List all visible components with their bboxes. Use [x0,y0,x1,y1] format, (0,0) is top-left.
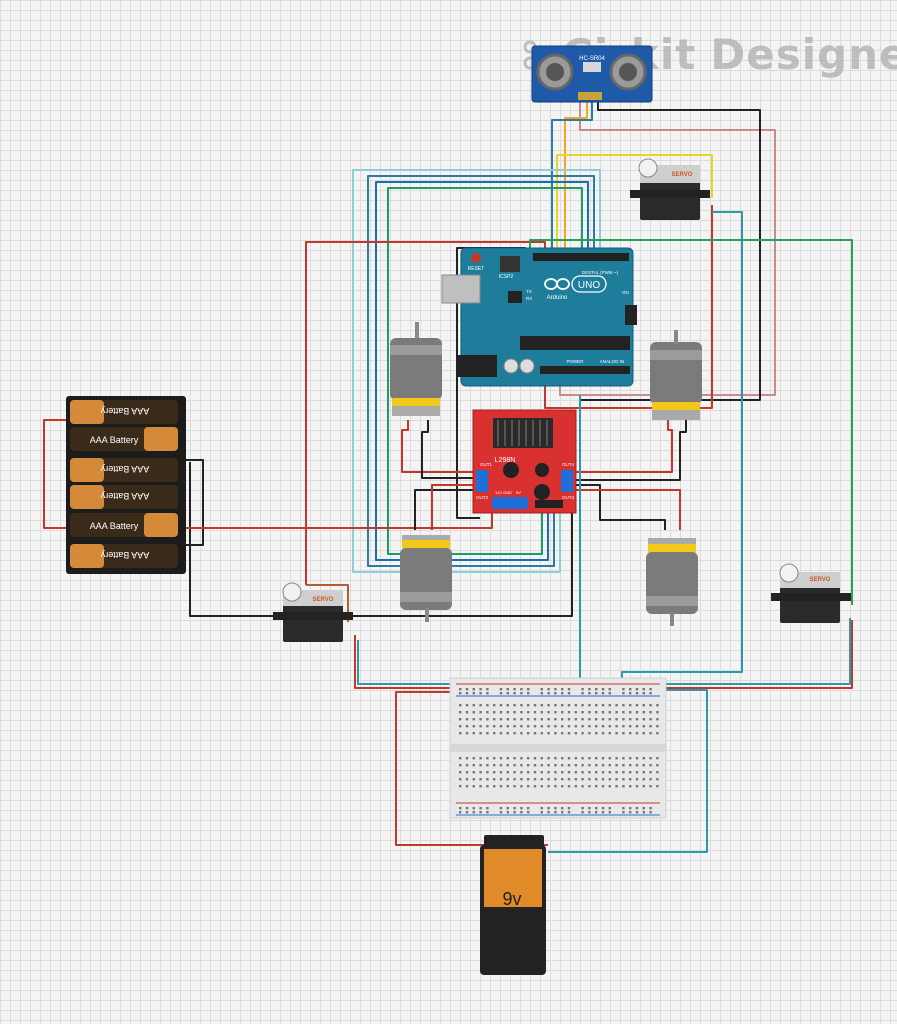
driver-out2-label: OUT2 [476,495,488,500]
battery-cell-5: AAA Battery [70,513,178,537]
arduino-model-label: UNO [578,280,600,291]
servo-right-label: SERVO [810,577,831,583]
arduino-tx-label: TX [526,289,532,294]
wire-rail-left [395,691,548,846]
breadboard-hole-grid [459,688,659,814]
wire-motor3-a [414,489,480,530]
hc-sr04-sensor[interactable]: HC-SR04 [531,45,653,103]
motor-top-right[interactable] [650,330,702,420]
nine-volt-label: 9v [502,889,521,909]
wire-motor2-b [575,420,687,481]
wire-servo1-gnd [621,211,743,690]
l298n-driver[interactable]: L298N OUT1 OUT2 OUT3 OUT4 12V GND 5V [472,409,577,514]
servo-right[interactable]: SERVO [771,563,851,623]
wire-motor1-a [401,420,480,473]
battery-cell-3-label: AAA Battery [100,464,149,474]
driver-out3-label: OUT3 [562,495,574,500]
battery-cell-6: AAA Battery [70,544,178,568]
breadboard[interactable] [449,677,667,819]
driver-out4-label: OUT4 [562,462,574,467]
servo-left-label: SERVO [313,597,334,603]
wire-servo-right-signal [529,239,853,605]
arduino-brand-label: Arduino [547,295,568,301]
wire-rail-top-2 [357,618,851,685]
battery-cell-4-label: AAA Battery [100,491,149,501]
wire-loop-3 [375,181,589,561]
arduino-icsp-label: ICSP2 [499,274,514,280]
wire-hcsr04-echo [551,100,593,253]
driver-gnd-label: GND [503,490,512,495]
arduino-analog-label: ANALOG IN [600,359,625,364]
wire-battery-gnd [180,459,204,546]
wire-battery-loop [43,419,70,529]
battery-cell-2-label: AAA Battery [90,435,139,445]
nine-volt-battery[interactable]: 9v [480,835,546,975]
servo-top-label: SERVO [672,172,693,178]
battery-cell-1: AAA Battery [70,400,178,424]
wire-motor2-a [575,420,673,473]
driver-name-label: L298N [495,457,516,464]
wire-servo1-vcc [544,205,713,409]
wire-loop-2 [367,175,595,567]
arduino-infinity-icon [544,278,570,290]
battery-cell-6-label: AAA Battery [100,550,149,560]
aaa-battery-pack[interactable]: AAA Battery AAA Battery AAA Battery AAA … [66,396,186,574]
arduino-reset-label: RESET [468,266,485,272]
wire-loop-1 [352,169,601,573]
driver-5v-label: 5V [516,490,521,495]
wire-loop-4 [387,187,583,555]
wire-servo-left-signal [306,584,349,622]
wire-motor3-b [431,484,480,530]
battery-cell-5-label: AAA Battery [90,521,139,531]
wire-servo1-signal [556,154,713,253]
driver-out1-label: OUT1 [480,462,492,467]
battery-cell-3: AAA Battery [70,458,178,482]
brand-word-2: Designer [710,30,897,79]
arduino-uno[interactable]: RESET ICSP2 DIGITAL (PWM ~) UNO Arduino … [441,247,637,387]
driver-12v-label: 12V [495,490,502,495]
arduino-power-label: POWER [566,359,584,364]
wire-battery-gnd-2 [189,462,573,617]
heatsink-fins [497,420,548,446]
motor-bottom-left[interactable] [400,535,452,622]
wire-hcsr04-trig [564,100,588,253]
wire-hcsr04-vcc [559,100,776,396]
motor-top-left[interactable] [390,322,442,416]
wire-battery-pos [180,505,493,529]
battery-cell-4: AAA Battery [70,485,178,509]
wire-motor4-b [575,489,681,530]
servo-left[interactable]: SERVO [273,582,353,642]
servo-top[interactable]: SERVO [630,158,710,220]
arduino-digital-label: DIGITAL (PWM ~) [582,270,619,275]
battery-cell-2: AAA Battery [70,427,178,451]
arduino-on-label: ON [622,290,629,295]
motor-bottom-right[interactable] [646,538,698,626]
wire-motor1-b [421,420,480,479]
arduino-rx-label: RX [526,296,532,301]
wire-motor4-a [575,484,666,530]
hc-sr04-label: HC-SR04 [579,56,605,62]
battery-cell-1-label: AAA Battery [100,406,149,416]
